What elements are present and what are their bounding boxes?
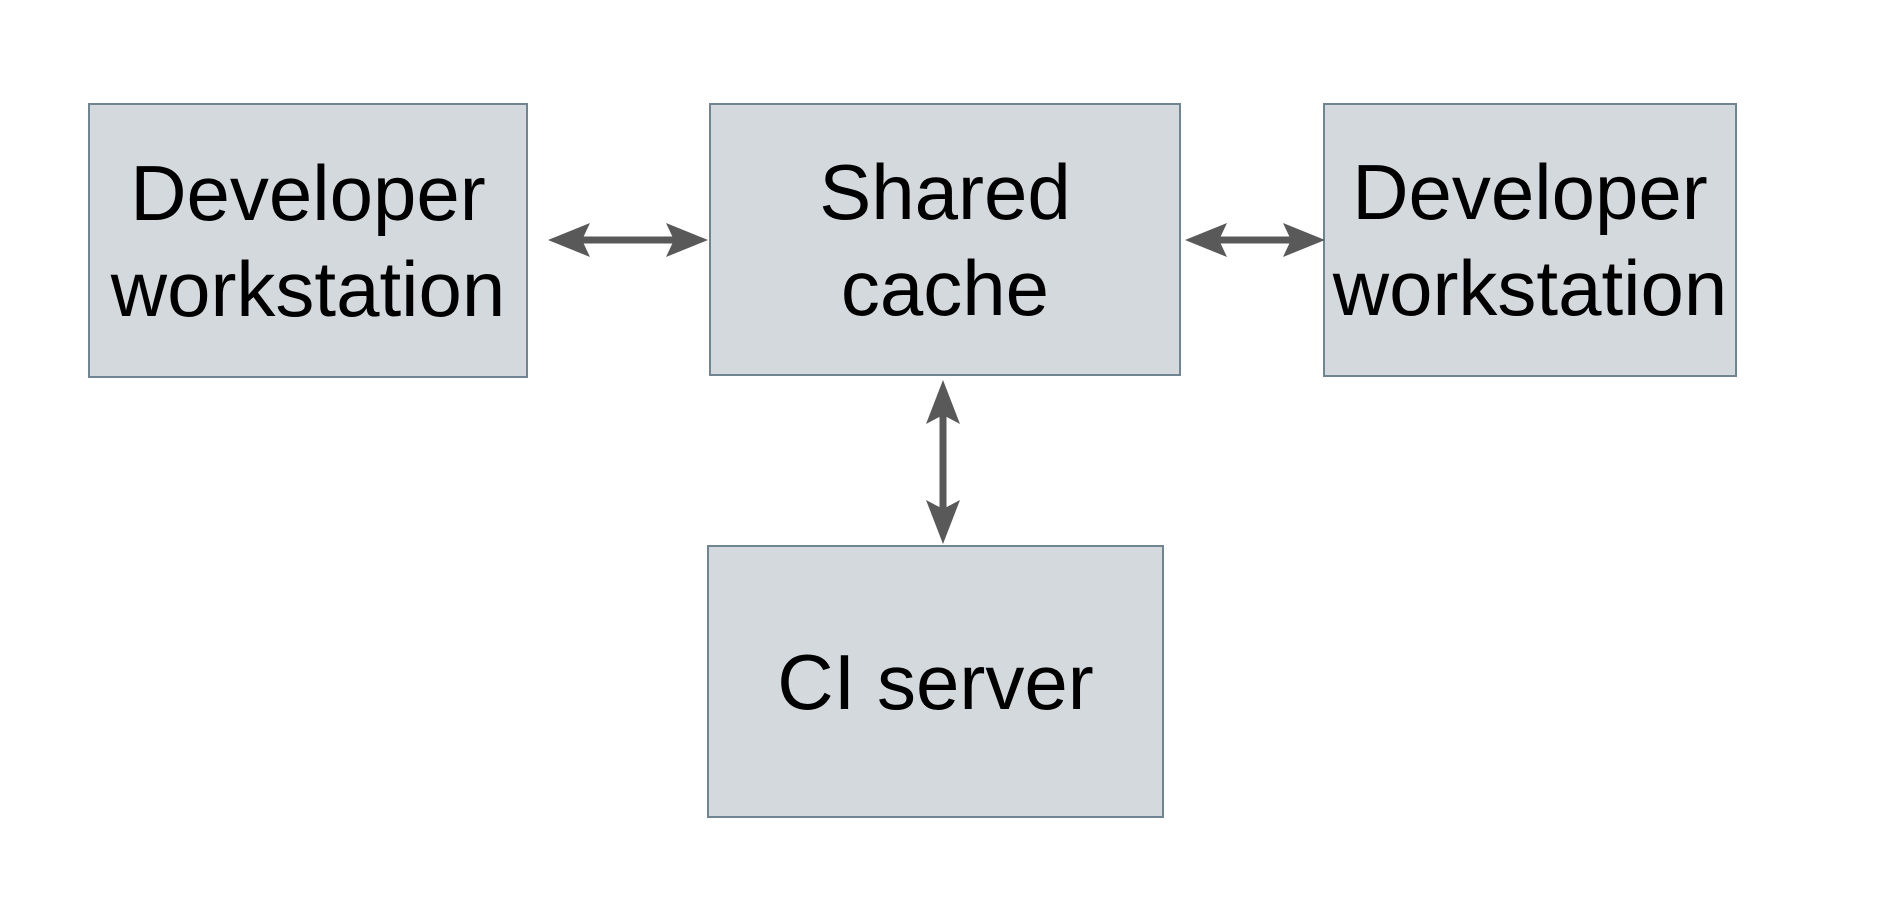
double-arrow-shared-cache-to-right-workstation [1185, 223, 1325, 257]
node-label-shared-cache: Shared cache [819, 144, 1071, 336]
node-label-developer-workstation-left: Developer workstation [111, 145, 506, 337]
label-line: CI server [777, 637, 1094, 726]
double-arrow-shared-cache-to-ci-server [926, 380, 960, 544]
label-line: workstation [110, 244, 506, 333]
label-line: Shared [819, 147, 1071, 236]
node-label-developer-workstation-right: Developer workstation [1333, 144, 1728, 336]
node-developer-workstation-left: Developer workstation [88, 103, 528, 378]
node-developer-workstation-right: Developer workstation [1323, 103, 1737, 377]
node-ci-server: CI server [707, 545, 1164, 818]
label-line: workstation [1332, 244, 1728, 332]
double-arrow-left-workstation-to-shared-cache [548, 223, 708, 257]
label-line: cache [840, 243, 1050, 332]
node-label-ci-server: CI server [777, 634, 1093, 730]
label-line: Developer [130, 148, 486, 237]
node-shared-cache: Shared cache [709, 103, 1181, 376]
label-line: Developer [1352, 148, 1708, 236]
